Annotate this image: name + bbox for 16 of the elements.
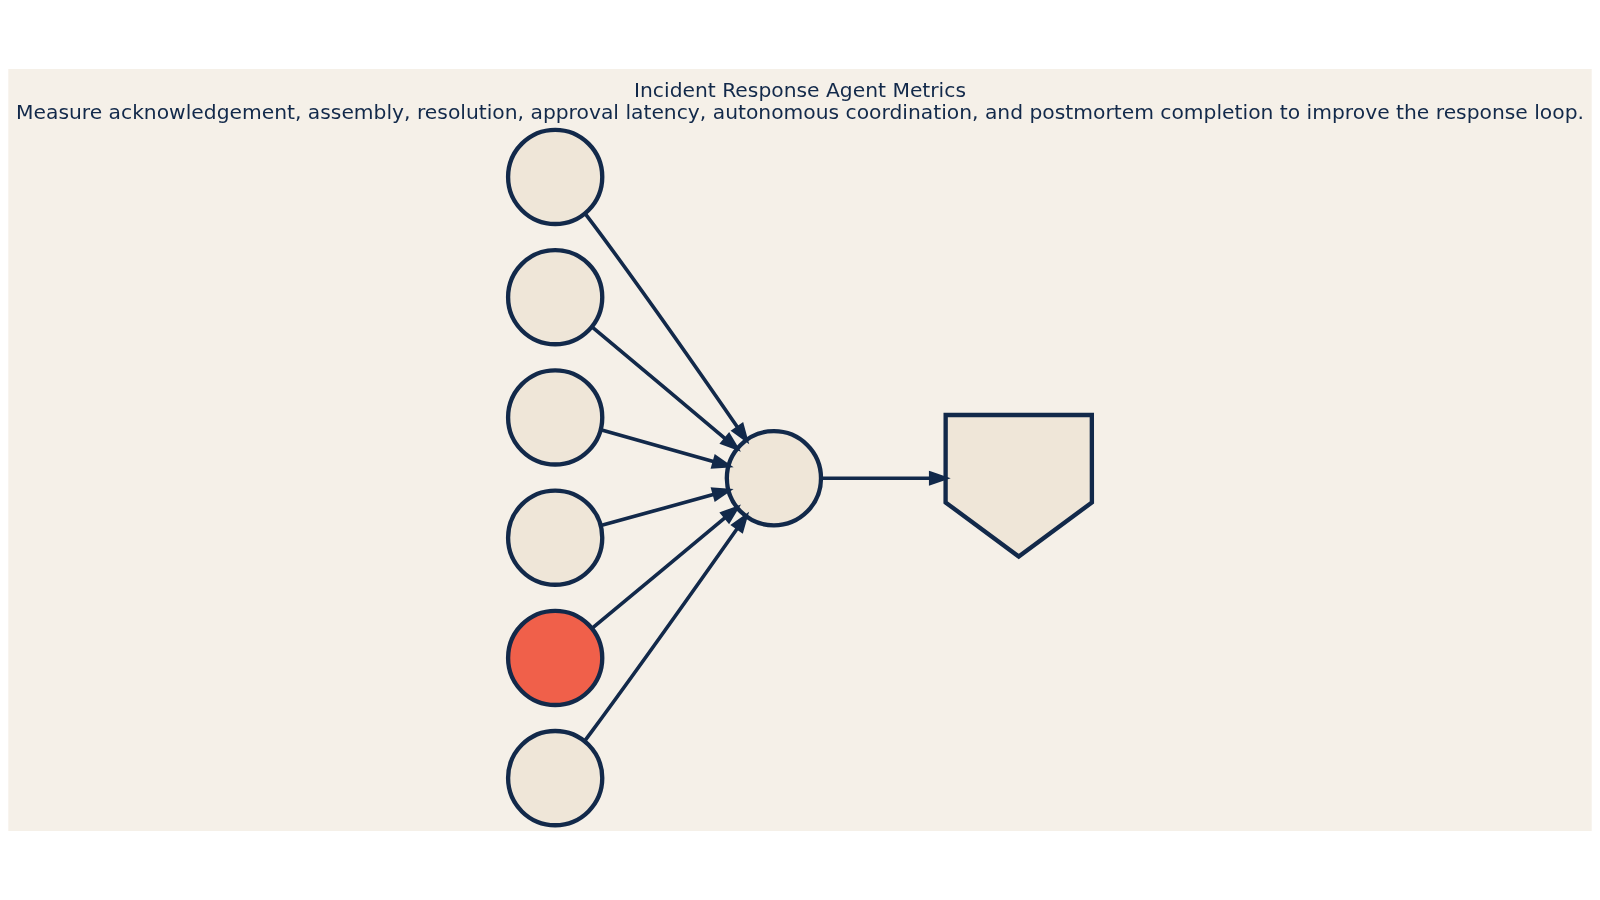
arrow: [821, 470, 951, 486]
node-circle: [505, 608, 605, 708]
node-circle: [505, 368, 605, 467]
node-shield: [943, 412, 1095, 560]
arrow: [583, 511, 750, 742]
node-circle: [724, 429, 824, 528]
node-circle: [505, 728, 605, 828]
arrow: [600, 428, 734, 469]
node-circle: [505, 247, 605, 347]
arrow: [583, 212, 750, 445]
arrow: [600, 487, 734, 528]
arrow: [591, 504, 741, 630]
node-circle: [505, 127, 605, 227]
node-circle: [505, 488, 605, 587]
arrow: [591, 325, 741, 452]
diagram-title: Incident Response Agent Metrics: [634, 77, 966, 102]
